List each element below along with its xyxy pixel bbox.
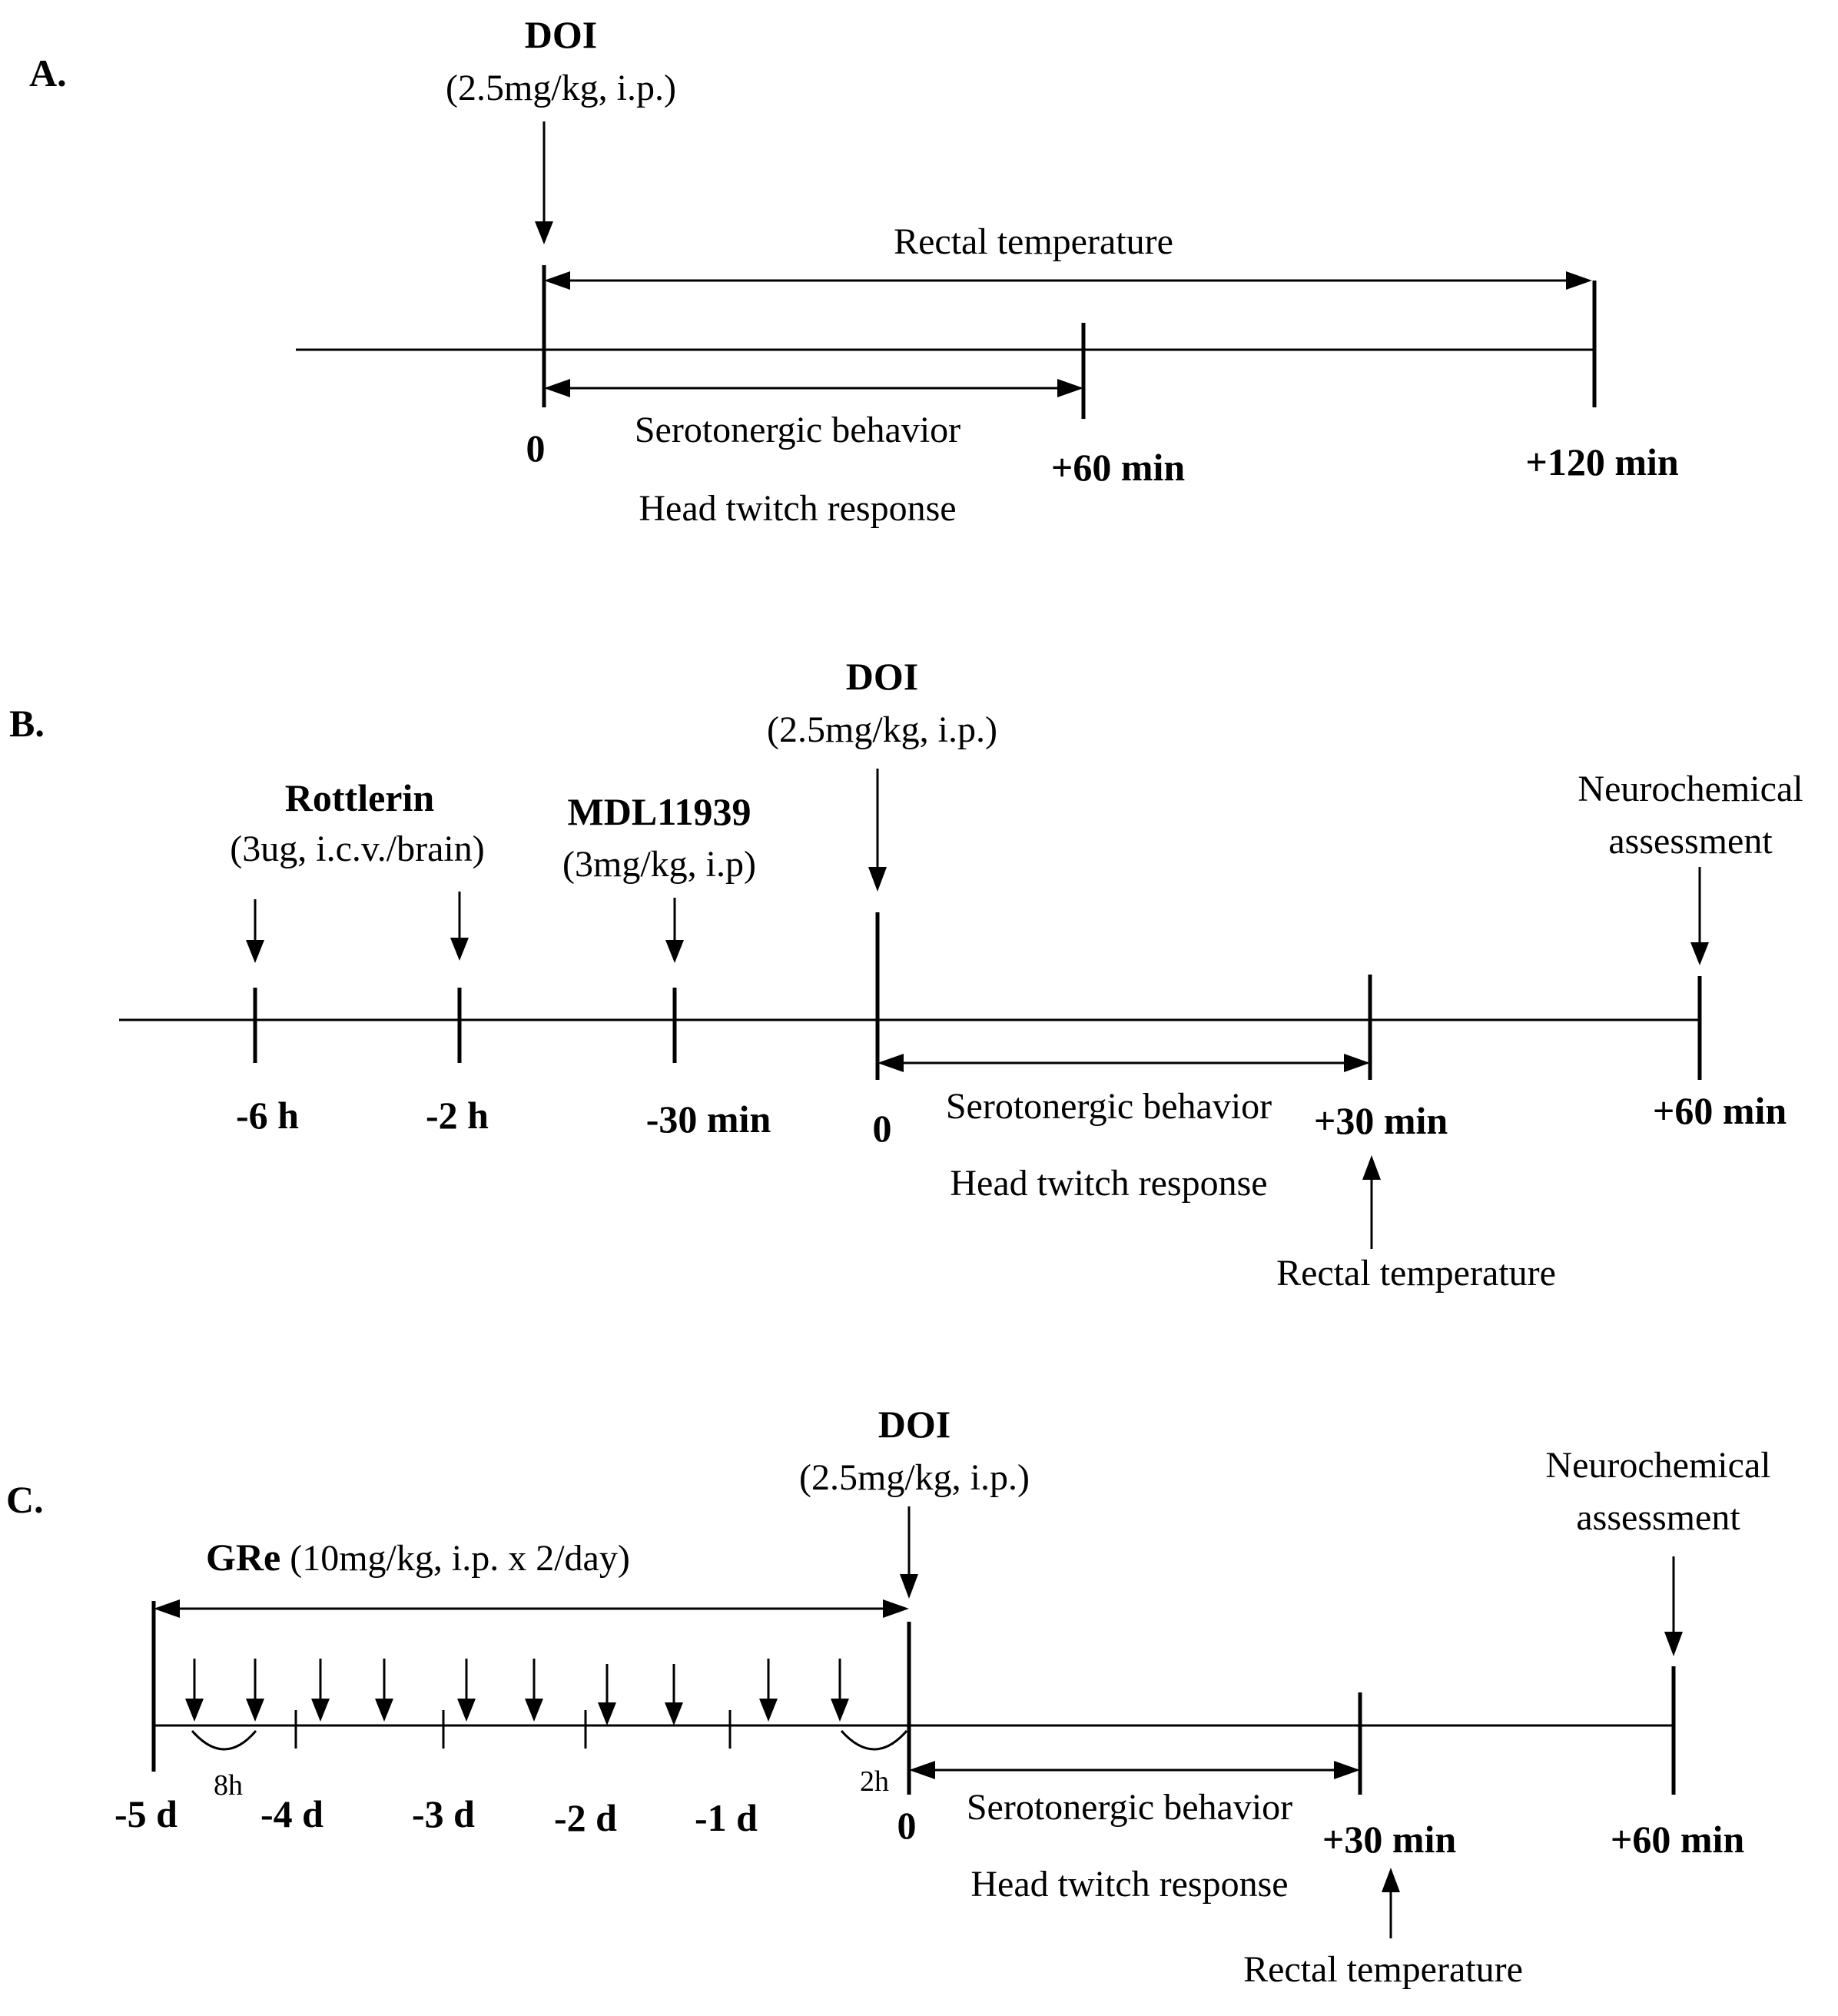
panel-c-serotonergic-label: Serotonergic behavior [967, 1787, 1292, 1828]
panel-c-gre-label: GRe (10mg/kg, i.p. x 2/day) [206, 1536, 630, 1579]
panel-b-tick-label-plus30: +30 min [1314, 1099, 1448, 1142]
panel-c-drug-name: DOI [878, 1403, 951, 1446]
panel-c-injection-arrows [185, 1659, 849, 1725]
panel-c-doi-arrow [900, 1506, 918, 1599]
panel-c-neurochem-label-2: assessment [1576, 1497, 1740, 1538]
panel-a-label: A. [29, 51, 67, 95]
panel-b-drug-name: DOI [846, 655, 918, 698]
panel-b-rottlerin-arrow-1 [246, 899, 264, 963]
panel-a-doi-arrow [535, 121, 553, 244]
panel-c-tick-label-2d: -2 d [554, 1796, 617, 1839]
panel-b-neurochem-label-1: Neurochemical [1578, 769, 1803, 809]
panel-a-drug-dose: (2.5mg/kg, i.p.) [446, 68, 676, 108]
panel-c-interval-label-2h: 2h [860, 1765, 889, 1798]
panel-c-serotonergic-span [909, 1761, 1360, 1779]
panel-a-rectal-temperature-label: Rectal temperature [894, 221, 1173, 262]
injection-arrow [598, 1664, 616, 1725]
injection-arrow [759, 1659, 778, 1722]
panel-c-gre-dose: (10mg/kg, i.p. x 2/day) [280, 1538, 630, 1579]
panel-c-tick-label-3d: -3 d [412, 1792, 475, 1835]
panel-b-tick-label-0: 0 [873, 1107, 892, 1150]
panel-b-mdl-arrow [665, 898, 684, 963]
injection-arrow [525, 1659, 543, 1722]
injection-arrow [457, 1659, 476, 1722]
injection-arrow [831, 1659, 849, 1722]
panel-c-tick-label-0: 0 [897, 1804, 917, 1847]
panel-b: B. DOI (2.5mg/kg, i.p.) Rottlerin (3ug, … [9, 655, 1803, 1294]
panel-c-tick-label-4d: -4 d [260, 1792, 323, 1835]
panel-b-neurochem-arrow [1690, 867, 1709, 965]
panel-b-neurochem-label-2: assessment [1608, 821, 1773, 862]
panel-a-tick-label-120: +120 min [1525, 440, 1679, 483]
panel-a: A. DOI (2.5mg/kg, i.p.) Rectal temperatu… [29, 13, 1679, 529]
panel-a-head-twitch-label: Head twitch response [639, 488, 956, 529]
panel-b-mdl-name: MDL11939 [568, 790, 751, 833]
panel-c-tick-label-plus60: +60 min [1611, 1818, 1745, 1861]
panel-b-tick-label-plus60: +60 min [1653, 1089, 1787, 1132]
panel-c-neurochem-label-1: Neurochemical [1545, 1445, 1770, 1486]
panel-b-rottlerin-name: Rottlerin [285, 776, 435, 819]
injection-arrow [311, 1659, 330, 1722]
panel-c-label: C. [6, 1478, 44, 1521]
panel-a-rectal-temperature-span [544, 271, 1592, 290]
panel-a-serotonergic-label: Serotonergic behavior [635, 410, 960, 450]
panel-b-rottlerin-arrow-2 [450, 892, 469, 961]
panel-b-head-twitch-label: Head twitch response [950, 1163, 1267, 1204]
panel-b-tick-label-6h: -6 h [236, 1094, 299, 1137]
injection-arrow [665, 1664, 683, 1725]
panel-a-tick-label-60: +60 min [1051, 446, 1186, 489]
panel-b-doi-arrow [868, 769, 887, 892]
panel-b-tick-label-30min: -30 min [646, 1098, 771, 1141]
panel-c-interval-label-8h: 8h [214, 1769, 243, 1802]
panel-b-drug-dose: (2.5mg/kg, i.p.) [767, 709, 997, 750]
panel-a-serotonergic-span [544, 379, 1083, 397]
panel-c-gre-name: GRe [206, 1536, 280, 1579]
panel-b-serotonergic-label: Serotonergic behavior [946, 1086, 1272, 1127]
panel-a-tick-label-0: 0 [526, 427, 546, 470]
panel-c-interval-arc-8h [191, 1730, 257, 1751]
panel-b-rectal-temperature-arrow [1362, 1155, 1381, 1249]
panel-c-tick-label-plus30: +30 min [1322, 1818, 1457, 1861]
panel-c-rectal-temperature-arrow [1382, 1868, 1400, 1938]
panel-c-head-twitch-label: Head twitch response [970, 1864, 1288, 1905]
panel-b-rectal-temperature-label: Rectal temperature [1276, 1253, 1556, 1294]
panel-c-drug-dose: (2.5mg/kg, i.p.) [799, 1457, 1030, 1498]
panel-c-neurochem-arrow [1664, 1556, 1683, 1656]
panel-b-rottlerin-dose: (3ug, i.c.v./brain) [230, 829, 484, 869]
injection-arrow [185, 1659, 204, 1722]
panel-c-interval-arc-2h [840, 1729, 908, 1751]
panel-b-serotonergic-span [878, 1054, 1370, 1072]
panel-a-drug-name: DOI [525, 13, 597, 56]
injection-arrow [375, 1659, 393, 1722]
panel-b-label: B. [9, 702, 45, 745]
panel-c-gre-span [154, 1599, 909, 1618]
panel-c: C. DOI (2.5mg/kg, i.p.) GRe (10mg/kg, i.… [6, 1403, 1771, 1990]
injection-arrow [246, 1659, 264, 1722]
panel-c-rectal-temperature-label: Rectal temperature [1243, 1949, 1523, 1990]
panel-b-mdl-dose: (3mg/kg, i.p) [562, 844, 756, 885]
panel-c-tick-label-1d: -1 d [695, 1796, 758, 1839]
panel-c-tick-label-5d: -5 d [114, 1792, 177, 1835]
panel-b-tick-label-2h: -2 h [426, 1094, 489, 1137]
